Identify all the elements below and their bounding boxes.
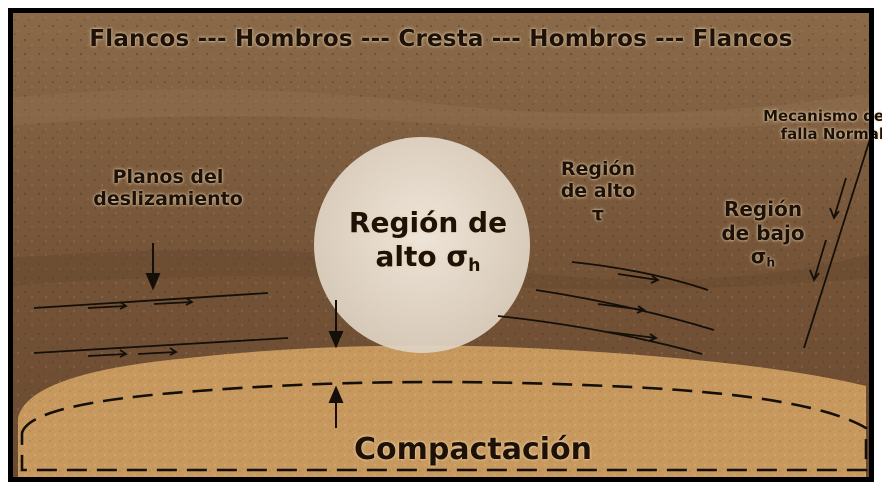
slip-planes-label-line2: deslizamiento xyxy=(93,188,243,211)
high-tau-label-line1: Región xyxy=(560,158,636,180)
normal-fault-label-line2: falla Normal xyxy=(780,124,882,143)
normal-fault-label: Mecanismo de falla Normal xyxy=(694,107,882,143)
high-sigma-label-line2: alto σh xyxy=(308,240,548,277)
slip-planes-label: Planos del deslizamiento xyxy=(48,166,288,211)
sigma-subscript: h xyxy=(468,256,481,277)
high-tau-label-line2: de alto xyxy=(560,180,636,203)
slip-planes-label-line1: Planos del xyxy=(112,166,224,188)
diagram-frame: Flancos --- Hombros --- Cresta --- Hombr… xyxy=(8,8,882,482)
low-sigma-label-line2: de bajo xyxy=(721,220,805,245)
tau-symbol: τ xyxy=(591,202,605,225)
sigma-symbol: σ xyxy=(446,240,469,274)
high-sigma-label-text: alto xyxy=(375,240,447,274)
high-sigma-label-line1: Región de xyxy=(348,206,508,239)
normal-fault-label-line1: Mecanismo de xyxy=(763,107,882,125)
low-sigma-label: Región de bajo σh xyxy=(693,197,833,271)
header-title: Flancos --- Hombros --- Cresta --- Hombr… xyxy=(89,26,793,52)
high-sigma-label: Región de alto σh xyxy=(308,206,548,278)
high-tau-label: Región de alto τ xyxy=(528,158,668,225)
low-sigma-symbol: σ xyxy=(750,244,767,269)
low-sigma-subscript: h xyxy=(766,254,776,270)
compaction-label: Compactación xyxy=(353,432,592,467)
low-sigma-label-line3: σh xyxy=(693,244,833,270)
low-sigma-label-line1: Región xyxy=(723,197,803,221)
